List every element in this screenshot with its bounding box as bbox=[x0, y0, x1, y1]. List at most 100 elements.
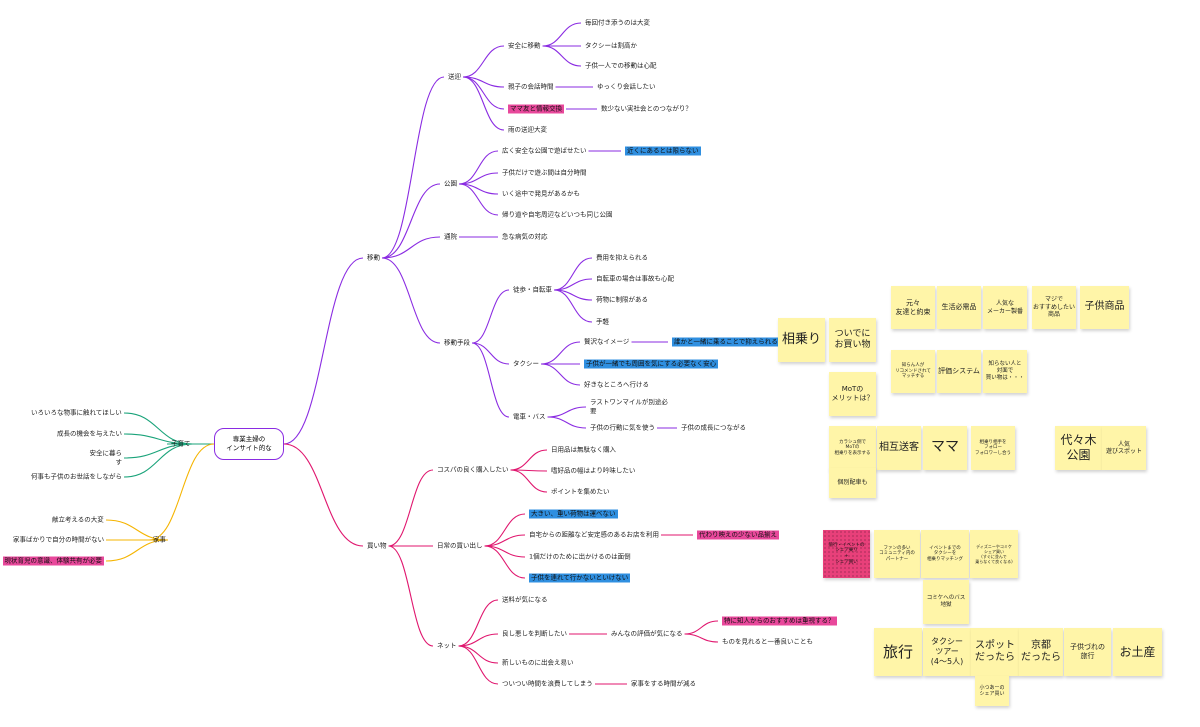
node-idou-toho[interactable]: 徒歩・自転車 bbox=[513, 285, 552, 294]
sticky-kodomo-shouhin[interactable]: 子供商品 bbox=[1080, 286, 1129, 329]
node-kaimono-net[interactable]: ネット bbox=[437, 641, 457, 650]
sticky-ryokou[interactable]: 旅行 bbox=[874, 628, 922, 676]
node-idou-tsuuin[interactable]: 通院 bbox=[444, 232, 457, 241]
sticky-ainori[interactable]: 相乗り bbox=[778, 318, 825, 362]
node-idou-anzen-3[interactable]: 子供一人での移動は心配 bbox=[585, 61, 657, 70]
node-kaimono-nichijou-2[interactable]: 自宅からの距離など安定感のあるお店を利用 bbox=[529, 530, 659, 539]
node-idou-densha-2a[interactable]: 子供の成長につながる bbox=[681, 423, 746, 432]
node-idou-sougei[interactable]: 送迎 bbox=[448, 72, 461, 81]
node-idou-densha-2[interactable]: 子供の行動に気を使う bbox=[590, 423, 655, 432]
sticky-text: お土産 bbox=[1119, 644, 1156, 659]
sticky-tsuide[interactable]: ついでに お買い物 bbox=[829, 318, 876, 362]
node-kaimono-net-4a[interactable]: 家事をする時間が減る bbox=[631, 679, 696, 688]
sticky-osusume[interactable]: マジで おすすめしたい 商品 bbox=[1032, 286, 1076, 329]
sticky-text: 子供づれの 旅行 bbox=[1070, 643, 1105, 660]
node-idou-densha[interactable]: 電車・バス bbox=[513, 412, 546, 421]
node-kaji-j3[interactable]: 現状育児の意識、体験共有が必要 bbox=[2, 556, 104, 566]
node-idou-kouen-4[interactable]: 帰り道や自宅周辺などいつも同じ公園 bbox=[502, 210, 613, 219]
sticky-kotsuaki[interactable]: 小つあーの シェア買い bbox=[975, 676, 1009, 706]
sticky-yoyogi[interactable]: 代々木 公園 bbox=[1055, 426, 1102, 470]
node-kosodate-k4[interactable]: 何事も子供のお世話をしながら bbox=[31, 472, 122, 481]
node-idou-taxi-2[interactable]: 子供が一緒でも周囲を気にする必要なく安心 bbox=[584, 359, 719, 369]
connector-kaimono-cospa-1 bbox=[510, 449, 548, 471]
node-idou-toho-4[interactable]: 手軽 bbox=[596, 317, 609, 326]
sticky-hyouka[interactable]: 評価システム bbox=[937, 350, 981, 393]
sticky-disney[interactable]: ディズニーやコミケ シェア買い (すぐに並んで 乗らなくて良くなる) bbox=[970, 530, 1018, 578]
node-kaimono-nichijou-1[interactable]: 大きい、重い荷物は運べない bbox=[529, 509, 618, 519]
node-kaimono-nichijou-4[interactable]: 子供を連れて行かないといけない bbox=[529, 573, 631, 583]
sticky-text: カラシュ側で MoTの 相乗りを表示する bbox=[834, 439, 871, 456]
node-kaji-j1[interactable]: 献立考えるの大変 bbox=[52, 515, 104, 524]
node-idou-anzen-1[interactable]: 毎回付き添うのは大変 bbox=[585, 18, 650, 27]
sticky-tomodachi[interactable]: 元々 友達と約束 bbox=[891, 286, 935, 329]
sticky-spot[interactable]: スポット だったら bbox=[971, 628, 1019, 676]
sticky-event-taxi[interactable]: イベントまでの タクシーを 相乗りマッチング bbox=[921, 530, 969, 578]
sticky-follow[interactable]: 相乗り相手を フォロー フォロワーし合う bbox=[971, 426, 1015, 470]
node-kaimono-cospa[interactable]: コスパの良く購入したい bbox=[437, 465, 509, 474]
node-kaimono-nichijou-3[interactable]: 1個だけのために出かけるのは面倒 bbox=[529, 552, 631, 561]
node-kaimono-net-1[interactable]: 送料が気になる bbox=[502, 595, 548, 604]
node-idou-toho-2[interactable]: 自転車の場合は事故も心配 bbox=[596, 274, 674, 283]
node-kaimono-net-2a1[interactable]: 特に知人からのおすすめは重視する？ bbox=[722, 616, 837, 626]
sticky-seikatsu[interactable]: 生活必需品 bbox=[937, 286, 981, 329]
sticky-event-share[interactable]: 旅行・イベントの シェア乗り + シェア買い bbox=[823, 530, 870, 578]
node-kaimono-nichijou-2a[interactable]: 代わり映えの少ない品揃え bbox=[697, 530, 779, 540]
node-kaimono-net-2a[interactable]: みんなの評価が気になる bbox=[611, 629, 683, 638]
sticky-comiket[interactable]: コミケへのバス 地獄 bbox=[923, 580, 969, 624]
node-idou-mamatomo[interactable]: ママ友と情報交換 bbox=[508, 104, 564, 114]
node-idou-kouen[interactable]: 公園 bbox=[444, 179, 457, 188]
sticky-karusu[interactable]: カラシュ側で MoTの 相乗りを表示する bbox=[829, 426, 876, 470]
node-idou-ame[interactable]: 雨の送迎大変 bbox=[508, 125, 547, 134]
node-kosodate-k2[interactable]: 成長の機会を与えたい bbox=[57, 429, 122, 438]
node-idou-oyako[interactable]: 親子の会話時間 bbox=[508, 82, 554, 91]
connector-idou-toho-1 bbox=[553, 257, 593, 291]
node-idou-anzen-2[interactable]: タクシーは割高か bbox=[585, 41, 637, 50]
node-kaimono-cospa-3[interactable]: ポイントを集めたい bbox=[551, 487, 610, 496]
node-kaimono-nichijou[interactable]: 日常の買い出し bbox=[437, 541, 483, 550]
node-branches-kaji[interactable]: 家事 bbox=[153, 535, 166, 544]
node-idou-taxi-3[interactable]: 好きなところへ行ける bbox=[584, 380, 649, 389]
sticky-shiranai[interactable]: 知らん人が リコメンドされて マッチする bbox=[891, 350, 935, 393]
node-kaimono-net-2a2[interactable]: ものを見れると一番良いことも bbox=[722, 637, 813, 646]
node-idou-kouen-2[interactable]: 子供だけで遊ぶ間は自分時間 bbox=[502, 168, 587, 177]
sticky-taimen[interactable]: 知らない人と 対面で 買い物は・・・ bbox=[983, 350, 1027, 393]
node-kaimono-net-2[interactable]: 良し悪しを判断したい bbox=[502, 629, 567, 638]
node-idou-tsuuin-1[interactable]: 急な病気の対応 bbox=[502, 232, 548, 241]
node-kaimono-cospa-1[interactable]: 日用品は無駄なく購入 bbox=[551, 445, 616, 454]
sticky-sougo[interactable]: 相互送客 bbox=[877, 426, 921, 470]
sticky-taxi-tour[interactable]: タクシー ツアー (4〜5人) bbox=[923, 628, 971, 676]
node-idou-taxi[interactable]: タクシー bbox=[513, 359, 539, 368]
node-idou-toho-3[interactable]: 荷物に制限がある bbox=[596, 295, 648, 304]
sticky-fan[interactable]: ファンの多い コミュニティ内の パートナー bbox=[874, 530, 920, 578]
node-kaji-j2[interactable]: 家事ばかりで自分の時間がない bbox=[13, 535, 105, 544]
root-label: 専業主婦の インサイト的な bbox=[226, 435, 272, 452]
node-idou-kouen-1a[interactable]: 近くにあるとは限らない bbox=[625, 146, 701, 156]
node-kosodate-k1[interactable]: いろいろな物事に触れてほしい bbox=[31, 408, 122, 417]
node-idou-densha-1[interactable]: ラストワンマイルが別途必要 bbox=[590, 398, 668, 415]
root-node[interactable]: 専業主婦の インサイト的な bbox=[214, 428, 284, 460]
sticky-kobetsu[interactable]: 個別配車も bbox=[829, 468, 876, 498]
node-idou-oyako-1[interactable]: ゆっくり会話したい bbox=[597, 82, 656, 91]
node-idou-taxi-1a[interactable]: 誰かと一緒に乗ることで抑えられる bbox=[672, 337, 780, 347]
sticky-mot[interactable]: MoTの メリットは？ bbox=[829, 372, 876, 416]
node-idou-taxi-1[interactable]: 贅沢なイメージ bbox=[584, 337, 630, 346]
node-branches-idou[interactable]: 移動 bbox=[367, 253, 380, 262]
node-branches-kaimono[interactable]: 買い物 bbox=[367, 541, 387, 550]
sticky-kyoto[interactable]: 京都 だったら bbox=[1019, 628, 1063, 676]
node-kosodate-k3[interactable]: 安全に暮らす bbox=[89, 449, 123, 466]
node-idou-anzen[interactable]: 安全に移動 bbox=[508, 41, 541, 50]
node-idou-toho-1[interactable]: 費用を抑えられる bbox=[596, 253, 648, 262]
sticky-omiyage[interactable]: お土産 bbox=[1113, 628, 1162, 676]
node-idou-mamatomo-1[interactable]: 数少ない実社会とのつながり？ bbox=[601, 104, 692, 113]
node-idou-kouen-1[interactable]: 広く安全な公園で遊ばせたい bbox=[502, 146, 587, 155]
node-branches-kosodate[interactable]: 子育て bbox=[171, 439, 191, 448]
sticky-maker[interactable]: 人気な メーカー製番 bbox=[983, 286, 1027, 329]
node-kaimono-cospa-2[interactable]: 嗜好品の幅はより吟味したい bbox=[551, 466, 636, 475]
sticky-mama[interactable]: ママ bbox=[923, 426, 967, 470]
node-idou-kouen-3[interactable]: いく途中で発見があるかも bbox=[502, 189, 580, 198]
node-idou-shudan[interactable]: 移動手段 bbox=[444, 338, 470, 347]
node-kaimono-net-4[interactable]: ついつい時間を浪費してしまう bbox=[502, 679, 593, 688]
sticky-ninki[interactable]: 人気 遊びスポット bbox=[1102, 426, 1146, 470]
node-kaimono-net-3[interactable]: 新しいものに出会え易い bbox=[502, 658, 574, 667]
sticky-kodomo-ryokou[interactable]: 子供づれの 旅行 bbox=[1064, 628, 1111, 676]
